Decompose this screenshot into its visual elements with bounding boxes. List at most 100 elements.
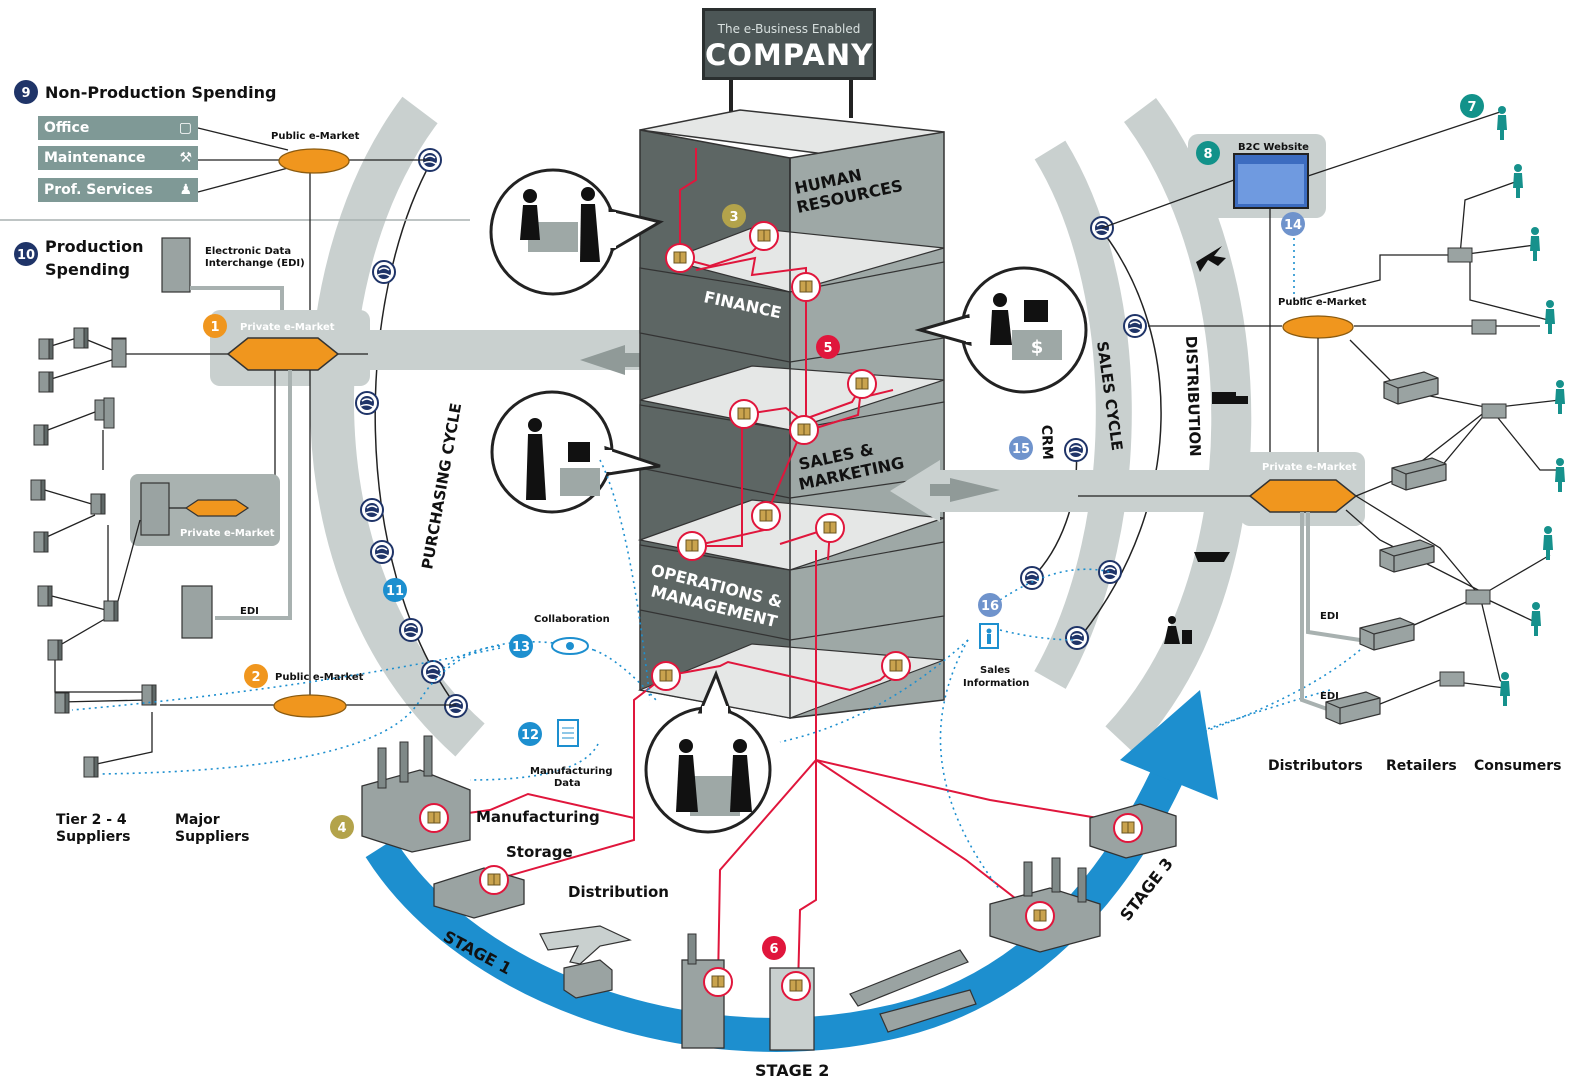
- badge-3-number: 3: [729, 210, 738, 225]
- major-suppliers-label-2: Suppliers: [175, 829, 249, 845]
- badge-4: [330, 815, 354, 839]
- retailers-label: Retailers: [1386, 758, 1457, 774]
- sales-arc-band: [1034, 140, 1132, 689]
- train-icon: [849, 949, 969, 1007]
- edi-top-label-2: Interchange (EDI): [205, 258, 305, 269]
- package-icon: [1113, 813, 1143, 843]
- manufacturing-data-label-1: Manufacturing: [530, 766, 613, 777]
- badge-3: [722, 204, 746, 228]
- stage2-label: STAGE 2: [755, 1061, 829, 1080]
- production-spending-title-2: Spending: [45, 260, 130, 279]
- production-spending-title-1: Production: [45, 237, 143, 256]
- consumer-icon: [1555, 380, 1565, 414]
- manufacturing-data-label-2: Data: [554, 778, 581, 789]
- package-icon: [749, 221, 779, 251]
- package-icon: [881, 651, 911, 681]
- storage-building-icon: [433, 867, 525, 919]
- badge-2-number: 2: [251, 670, 260, 685]
- consumer-icon: [1513, 164, 1523, 198]
- package-icon: [703, 967, 733, 997]
- package-icon: [677, 531, 707, 561]
- globe-icon: [360, 498, 384, 522]
- hr-meeting-bubble: [489, 168, 664, 296]
- purchasing-cycle-label: PURCHASING CYCLE: [418, 402, 465, 571]
- purchasing-arc-band: [310, 96, 485, 757]
- badge-6-number: 6: [769, 942, 778, 957]
- package-icon: [751, 501, 781, 531]
- svg-text:$: $: [1031, 337, 1044, 358]
- retailer-store-icon: [1439, 671, 1465, 687]
- major-suppliers-label-1: Major: [175, 812, 220, 828]
- retailer-store-icon: [1471, 319, 1497, 335]
- category-prof-services: Prof. Services ♟: [38, 178, 198, 202]
- badge-10: [14, 242, 38, 266]
- public-emarket-top-label: Public e-Market: [271, 131, 360, 142]
- edi-right-1: EDI: [1320, 611, 1339, 622]
- tier-suppliers-label-2: Suppliers: [56, 829, 130, 845]
- badge-7: [1460, 94, 1484, 118]
- edi-server-icon: [161, 237, 191, 293]
- consumer-icon: [1545, 300, 1555, 334]
- consumer-icon: [1531, 602, 1541, 636]
- public-emarket-right-hub: [1282, 315, 1354, 339]
- person-document-icon: [979, 623, 999, 649]
- consumer-icon: [1543, 526, 1553, 560]
- tier-suppliers-label-1: Tier 2 - 4: [56, 812, 127, 828]
- badge-4-number: 4: [337, 821, 346, 836]
- supply-chain-arrowhead: [1120, 690, 1218, 800]
- edi-bottom-label: EDI: [240, 606, 259, 617]
- wrench-icon: ⚒: [179, 150, 192, 166]
- manufacturing-label: Manufacturing: [476, 808, 600, 826]
- badge-13-number: 13: [512, 640, 530, 655]
- badge-16-number: 16: [981, 599, 999, 614]
- edi-server-icon: [181, 585, 213, 639]
- private-emarket-hub: [226, 337, 340, 371]
- globe-icon: [1065, 626, 1089, 650]
- factory-icon: [361, 735, 471, 853]
- internal-network: [431, 148, 1129, 988]
- badge-1-number: 1: [210, 320, 219, 335]
- badge-6: [762, 936, 786, 960]
- badge-12: [518, 722, 542, 746]
- badge-5: [816, 335, 840, 359]
- private-emarket-main-label: Private e-Market: [240, 322, 335, 333]
- operations-meeting-bubble: [644, 669, 772, 834]
- package-icon: [847, 369, 877, 399]
- distributor-warehouse-icon: [1359, 617, 1415, 651]
- badge-11-number: 11: [386, 584, 404, 599]
- distributors-label: Distributors: [1268, 758, 1363, 774]
- package-icon: [419, 803, 449, 833]
- globe-icon: [399, 618, 423, 642]
- category-office: Office ▢: [38, 116, 198, 140]
- package-icon: [1025, 901, 1055, 931]
- non-production-spending-title: Non-Production Spending: [45, 83, 276, 102]
- truck-icon: [563, 959, 613, 999]
- globe-icon: [372, 260, 396, 284]
- badge-9: [14, 80, 38, 104]
- sales-phone-bubble: [490, 390, 661, 514]
- box-icon: ▢: [178, 120, 192, 136]
- private-emarket-right-label: Private e-Market: [1262, 462, 1357, 473]
- sales-info-label-1: Sales: [980, 665, 1010, 676]
- private-emarket-right-hub: [1248, 479, 1358, 513]
- crm-label: CRM: [1038, 425, 1055, 461]
- badge-14-number: 14: [1284, 218, 1302, 233]
- distribution-label: DISTRIBUTION: [1182, 336, 1204, 457]
- badge-8: [1196, 141, 1220, 165]
- retailer-store-icon: [1465, 589, 1491, 605]
- company-sign: The e-Business Enabled COMPANY: [702, 8, 876, 80]
- globe-icon: [444, 694, 468, 718]
- collaboration-label: Collaboration: [534, 614, 610, 625]
- badge-2: [244, 664, 268, 688]
- airplane-icon: [539, 925, 632, 965]
- distribution-network: [1299, 181, 1561, 713]
- supply-chain-arrow: [365, 762, 1186, 1052]
- retailer-store-icon: [1447, 247, 1473, 263]
- package-icon: [665, 243, 695, 273]
- ship-icon: [1194, 552, 1230, 562]
- badge-13: [509, 634, 533, 658]
- distribution-arc-band: [1105, 98, 1252, 754]
- package-icon: [781, 971, 811, 1001]
- globe-icon: [370, 540, 394, 564]
